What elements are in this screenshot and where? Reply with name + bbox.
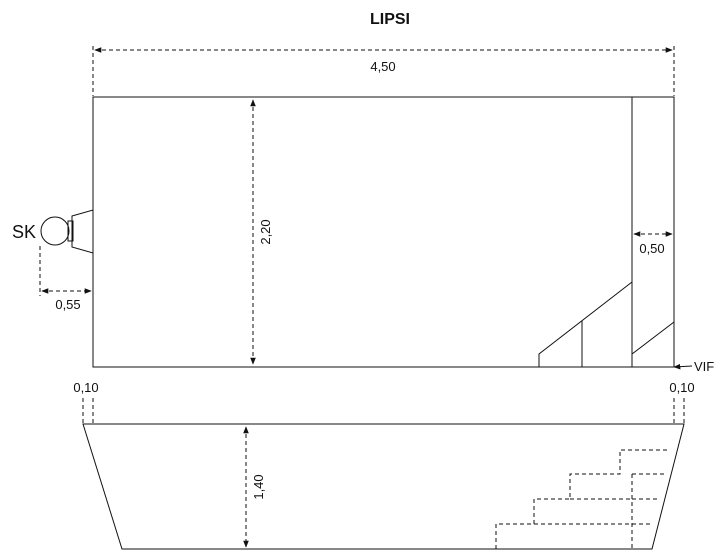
step-width-dimension-label: 0,50: [639, 241, 664, 256]
vif-leader: [673, 363, 693, 370]
length-dimension-label: 4,50: [370, 59, 395, 74]
depth-dimension-label: 1,40: [251, 474, 266, 499]
pool-outline: [92, 96, 675, 368]
section-stairs-profile: [495, 449, 670, 549]
skimmer-neck: [67, 220, 74, 242]
stair-diagonal-outer: [538, 281, 633, 367]
plan-view: 4,50 2,20 0,50 VIF SK 0,55: [12, 46, 714, 374]
wall-right-label: 0,10: [669, 380, 694, 395]
vif-label: VIF: [694, 359, 714, 374]
section-view: 0,10 0,10 1,40: [73, 380, 695, 550]
drawing-title: LIPSI: [370, 11, 410, 28]
wall-left-label: 0,10: [73, 380, 98, 395]
width-dimension-label: 2,20: [258, 219, 273, 244]
skimmer-housing: [71, 209, 94, 254]
section-outline: [82, 423, 685, 550]
stair-diagonal-inner: [631, 321, 675, 355]
skimmer-label: SK: [12, 222, 36, 242]
skimmer-offset-label: 0,55: [55, 297, 80, 312]
skimmer-circle: [40, 216, 70, 246]
